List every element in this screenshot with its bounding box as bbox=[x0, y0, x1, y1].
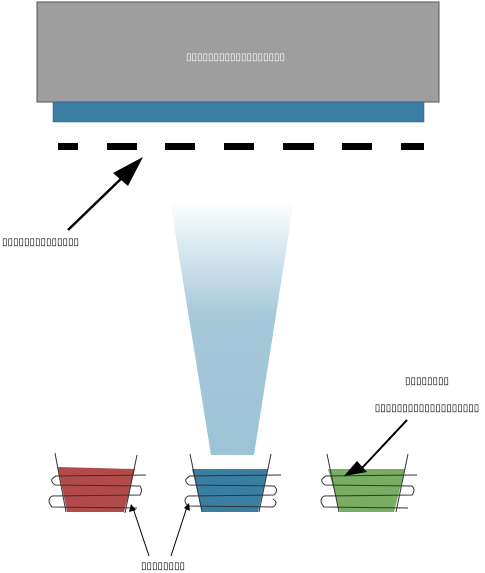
crucible-blue bbox=[184, 453, 282, 513]
source-title-label: ▯▯▯▯▯▯▯▯ bbox=[404, 376, 450, 387]
crucible-label: ▯▯▯▯▯▯▯▯ bbox=[140, 561, 186, 572]
source-arrow bbox=[344, 419, 408, 476]
substrate-holder-label: ▯▯▯▯▯▯▯▯▯▯▯▯▯▯▯▯▯▯ bbox=[186, 52, 286, 63]
crucible-pointer bbox=[129, 503, 190, 557]
crucible-green bbox=[320, 453, 418, 513]
shutter-arrow bbox=[67, 157, 143, 231]
shutter bbox=[58, 143, 424, 150]
source-material-label: ▯▯▯▯▯▯▯▯▯▯▯▯▯▯▯▯▯▯▯ bbox=[374, 403, 480, 414]
substrate bbox=[52, 101, 425, 123]
shutter-label: ▯▯▯▯▯▯▯▯▯▯▯▯▯▯ bbox=[2, 237, 80, 248]
substrate-holder bbox=[36, 1, 440, 103]
crucible-red bbox=[48, 452, 147, 514]
vapor-beam bbox=[170, 200, 294, 455]
